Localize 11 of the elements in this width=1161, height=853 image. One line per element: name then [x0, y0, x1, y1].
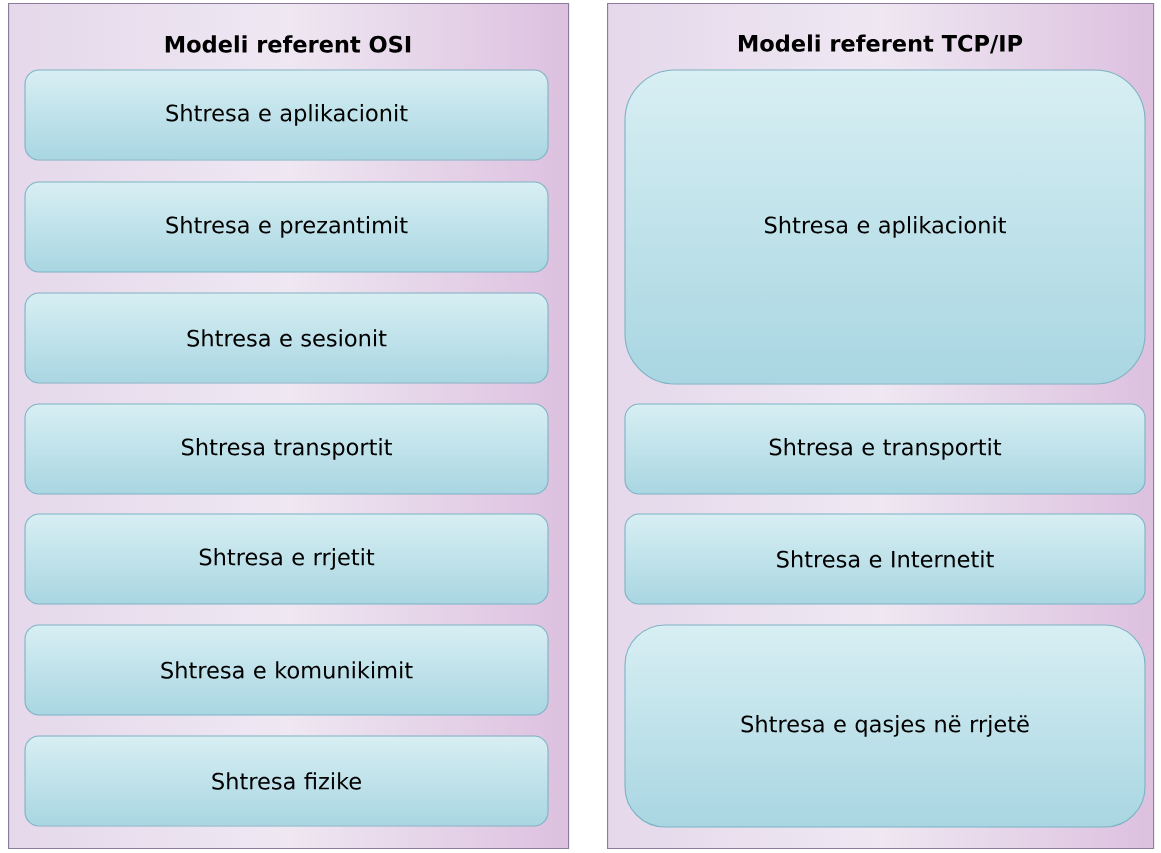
- layer-box: Shtresa fizike: [24, 735, 549, 827]
- layer-box: Shtresa e Internetit: [624, 513, 1146, 605]
- layer-box: Shtresa e qasjes në rrjetë: [624, 624, 1146, 828]
- layer-box: Shtresa transportit: [24, 403, 549, 495]
- layer-box: Shtresa e sesionit: [24, 292, 549, 384]
- layer-box: Shtresa e prezantimit: [24, 181, 549, 273]
- layer-box: Shtresa e rrjetit: [24, 513, 549, 605]
- layer-box: Shtresa e aplikacionit: [624, 69, 1146, 385]
- layer-box: Shtresa e komunikimit: [24, 624, 549, 716]
- layer-box: Shtresa e transportit: [624, 403, 1146, 495]
- layer-box: Shtresa e aplikacionit: [24, 69, 549, 161]
